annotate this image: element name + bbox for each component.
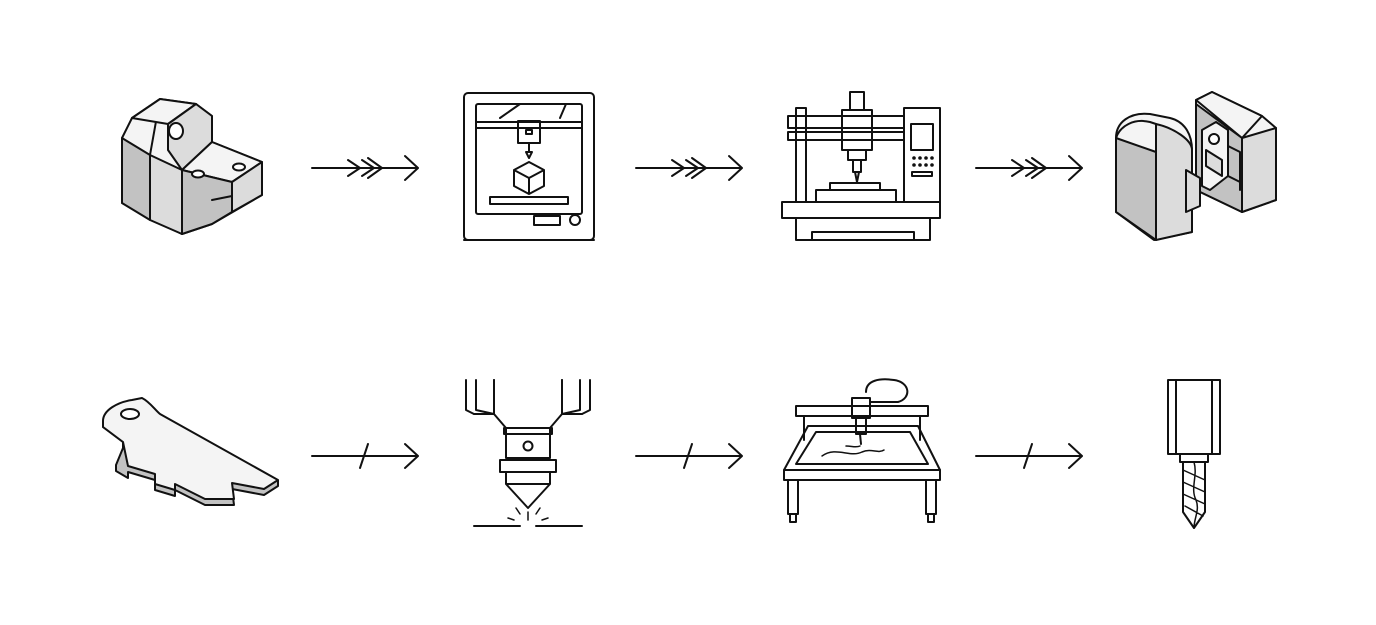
flow-arrow-r1-3	[975, 155, 1083, 181]
end-mill-tool-icon	[1167, 379, 1221, 529]
laser-cutting-head-icon	[465, 379, 591, 527]
flow-arrow-r2-2	[635, 443, 743, 469]
finished-cutaway-part-icon	[1115, 91, 1277, 241]
cnc-milling-machine-icon	[781, 91, 941, 241]
flow-arrow-r2-3	[975, 443, 1083, 469]
3d-printer-icon	[463, 92, 595, 241]
flow-arrow-r1-2	[635, 155, 743, 181]
machined-block-part-icon	[121, 98, 263, 235]
sheet-metal-bracket-icon	[102, 397, 279, 506]
cnc-router-table-icon	[783, 378, 941, 523]
flow-arrow-r1-1	[311, 155, 419, 181]
flow-arrow-r2-1	[311, 443, 419, 469]
